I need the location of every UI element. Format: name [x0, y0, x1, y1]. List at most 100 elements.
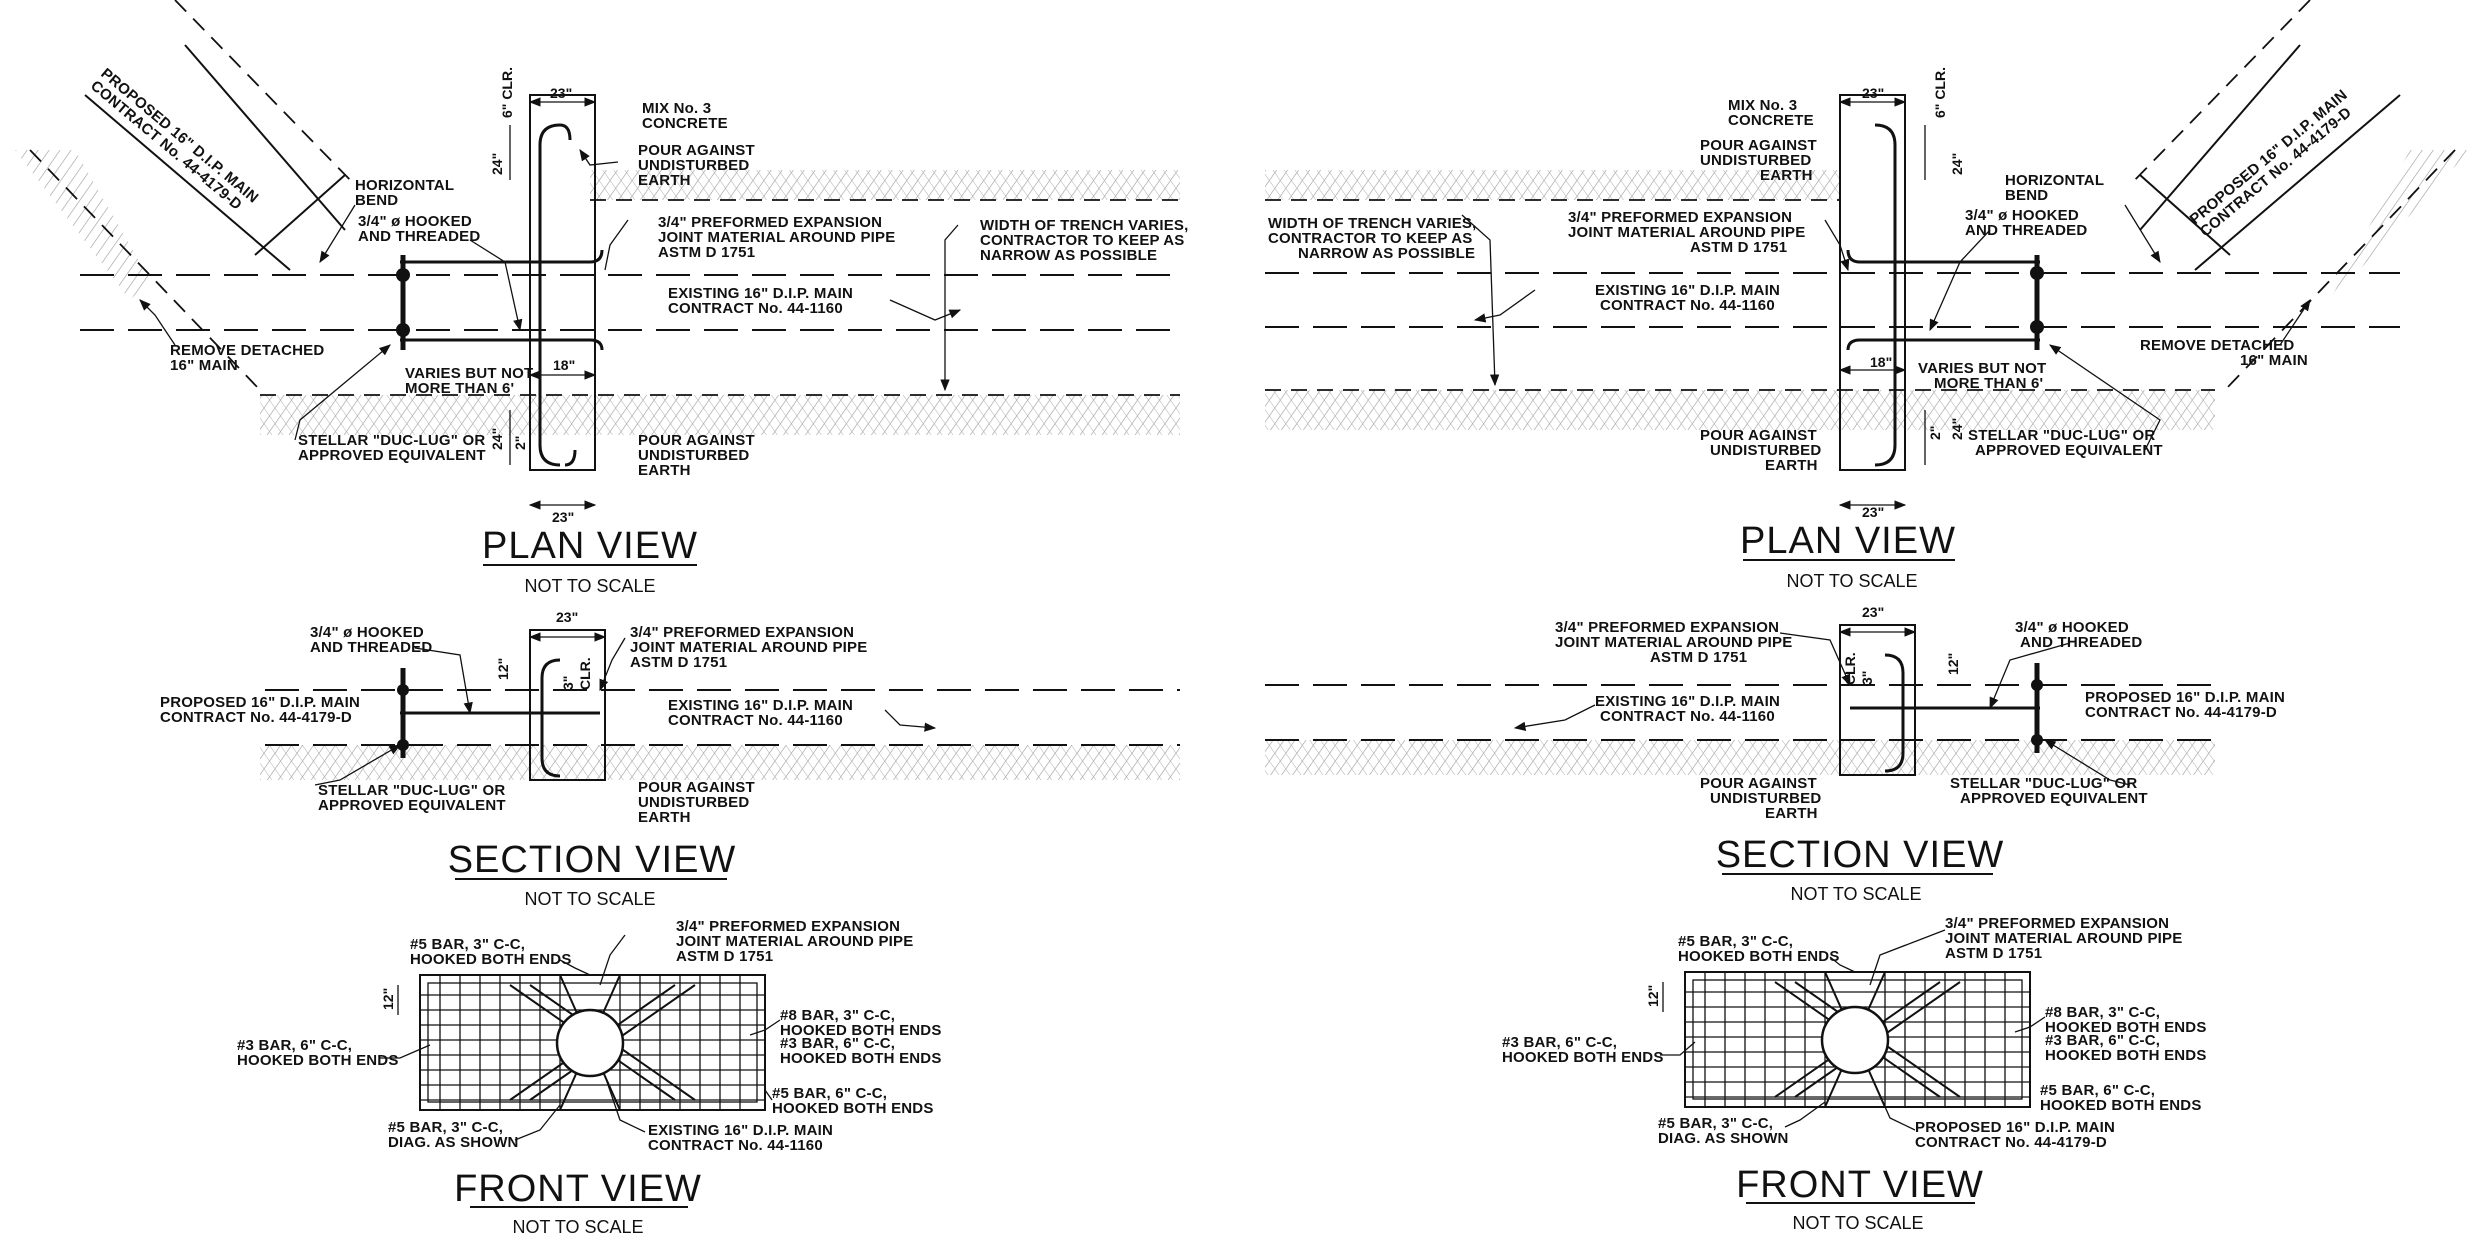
right-front-view: #5 BAR, 3" C-C,HOOKED BOTH ENDS 3/4" PRE…: [1502, 915, 2207, 1233]
left-front-title: FRONT VIEW: [454, 1168, 702, 1210]
left-plan-view: PROPOSED 16" D.I.P. MAIN CONTRACT No. 44…: [15, 0, 1188, 596]
right-section-scale: NOT TO SCALE: [1790, 884, 1921, 904]
svg-text:24": 24": [1949, 418, 1965, 440]
svg-text:3": 3": [1859, 671, 1875, 685]
dim-width-top: 23": [550, 85, 572, 101]
front-block: [419, 974, 766, 1111]
soil-hatch-left: [15, 150, 150, 300]
front-note-bar8: #8 BAR, 3" C-C,HOOKED BOTH ENDS: [780, 1007, 942, 1039]
dim-24-top: 24": [489, 153, 505, 175]
right-section-title: SECTION VIEW: [1716, 834, 2005, 876]
svg-text:2": 2": [1927, 426, 1943, 440]
dim-18: 18": [553, 357, 575, 373]
svg-text:6" CLR.: 6" CLR.: [1932, 67, 1948, 118]
left-front-scale: NOT TO SCALE: [512, 1217, 643, 1237]
svg-text:#5 BAR, 6" C-C,HOOKED BOTH END: #5 BAR, 6" C-C,HOOKED BOTH ENDS: [2040, 1082, 2202, 1114]
sec-dim-clr: CLR.: [577, 657, 593, 690]
front-note-bar3-left: #3 BAR, 6" C-C,HOOKED BOTH ENDS: [237, 1037, 399, 1069]
svg-text:12": 12": [1645, 985, 1661, 1007]
left-plan-scale: NOT TO SCALE: [524, 576, 655, 596]
svg-text:23": 23": [1862, 504, 1884, 520]
svg-text:#3 BAR, 6" C-C,HOOKED BOTH END: #3 BAR, 6" C-C,HOOKED BOTH ENDS: [2045, 1032, 2207, 1064]
right-front-scale: NOT TO SCALE: [1792, 1213, 1923, 1233]
svg-text:23": 23": [1862, 604, 1884, 620]
left-section-scale: NOT TO SCALE: [524, 889, 655, 909]
svg-text:#8 BAR, 3" C-C,HOOKED BOTH END: #8 BAR, 3" C-C,HOOKED BOTH ENDS: [2045, 1004, 2207, 1036]
svg-text:18": 18": [1870, 354, 1892, 370]
right-front-title: FRONT VIEW: [1736, 1164, 1984, 1206]
thrust-block: [529, 94, 596, 471]
svg-text:12": 12": [1945, 653, 1961, 675]
dim-clr-top: 6" CLR.: [499, 67, 515, 118]
dim-width-bottom: 23": [552, 509, 574, 525]
front-note-bar5-top: #5 BAR, 3" C-C,HOOKED BOTH ENDS: [410, 936, 572, 968]
dim-2: 2": [512, 436, 528, 450]
svg-text:PROPOSED 16" D.I.P. MAIN: PROPOSED 16" D.I.P. MAIN CONTRACT No. 44…: [2187, 84, 2365, 241]
svg-text:24": 24": [1949, 153, 1965, 175]
sec-dim-12: 12": [495, 658, 511, 680]
left-front-view: #5 BAR, 3" C-C,HOOKED BOTH ENDS 3/4" PRE…: [237, 918, 942, 1237]
section-block: [529, 629, 606, 781]
left-section-title: SECTION VIEW: [448, 839, 737, 881]
front-note-bar3-right: #3 BAR, 6" C-C,HOOKED BOTH ENDS: [780, 1035, 942, 1067]
svg-text:CLR.: CLR.: [1842, 652, 1858, 685]
dim-24-bottom: 24": [489, 428, 505, 450]
note-trench: WIDTH OF TRENCH VARIES,CONTRACTOR TO KEE…: [980, 217, 1188, 264]
pipe-circle: [555, 1008, 625, 1078]
front-note-bar5-right: #5 BAR, 6" C-C,HOOKED BOTH ENDS: [772, 1085, 934, 1117]
r-note-trench: WIDTH OF TRENCH VARIES,CONTRACTOR TO KEE…: [1268, 215, 1476, 262]
svg-text:23": 23": [1862, 85, 1884, 101]
right-plan-title: PLAN VIEW: [1740, 520, 1956, 562]
right-plan-scale: NOT TO SCALE: [1786, 571, 1917, 591]
front-dim-12: 12": [380, 988, 396, 1010]
right-plan-view: PROPOSED 16" D.I.P. MAIN CONTRACT No. 44…: [1265, 0, 2470, 591]
note-proposed-main: PROPOSED 16" D.I.P. MAIN CONTRACT No. 44…: [87, 65, 265, 222]
front-note-bar5-diag: #5 BAR, 3" C-C,DIAG. AS SHOWN: [388, 1119, 519, 1151]
left-plan-title: PLAN VIEW: [482, 525, 698, 567]
svg-text:#5 BAR, 3" C-C,DIAG. AS SHOWN: #5 BAR, 3" C-C,DIAG. AS SHOWN: [1658, 1115, 1789, 1147]
svg-text:#3 BAR, 6" C-C,HOOKED BOTH END: #3 BAR, 6" C-C,HOOKED BOTH ENDS: [1502, 1034, 1664, 1066]
svg-text:#5 BAR, 3" C-C,HOOKED BOTH END: #5 BAR, 3" C-C,HOOKED BOTH ENDS: [1678, 933, 1840, 965]
sec-dim-3: 3": [560, 676, 576, 690]
sec-dim-width: 23": [556, 609, 578, 625]
